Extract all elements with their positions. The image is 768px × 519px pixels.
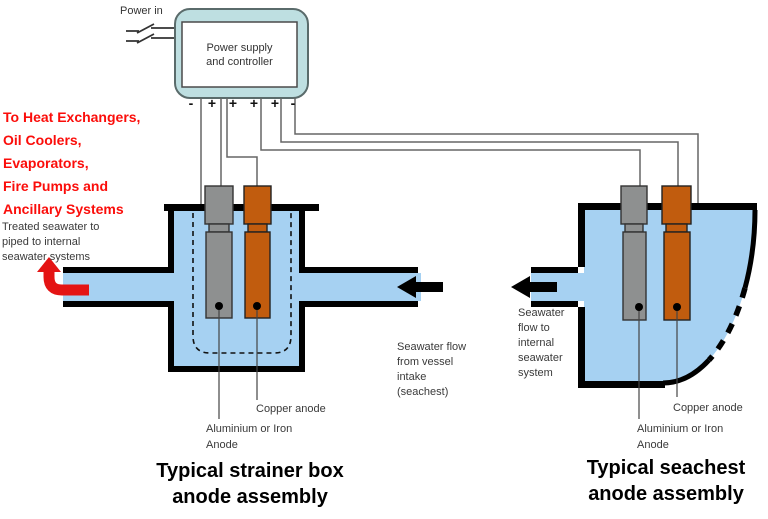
hull-arc-dashed-middle <box>706 287 748 362</box>
strainer-top-flange <box>164 204 319 211</box>
power-in-label: Power in <box>120 5 163 17</box>
strainer-right-wall-lower <box>299 307 305 366</box>
outlet-pipe-bottom-wall <box>63 301 174 307</box>
leader-lines <box>218 310 678 419</box>
outlet-pipe-top-wall <box>63 267 174 273</box>
switch-line-1 <box>126 23 176 34</box>
terminal-neg-1: - <box>188 95 194 111</box>
seachest-pipe-top-wall <box>531 267 578 273</box>
treated-water-arrow-head <box>37 257 61 272</box>
seachest-left-wall-lower <box>578 307 585 381</box>
wiring <box>200 98 699 204</box>
treated-water-arrow-icon <box>37 257 89 296</box>
seachest-left-wall-upper <box>578 210 585 267</box>
gray-anode-cap <box>204 185 234 225</box>
seachest-copper-anode <box>661 185 692 321</box>
terminal-pos-4: + <box>270 95 280 111</box>
strainer-copper-anode <box>243 185 272 319</box>
hull-arc-solid-upper <box>742 209 758 289</box>
seachest-hull-arc <box>662 209 758 386</box>
hull-arc-solid-lower <box>662 358 711 386</box>
strainer-right-wall-upper <box>299 211 305 267</box>
seachest-outflow-label: Seawater flow to internal seawater syste… <box>518 307 565 379</box>
inlet-pipe-top-wall <box>299 267 418 273</box>
wire-neg-seachest-body <box>294 98 699 204</box>
distribution-note: To Heat Exchangers, Oil Coolers, Evapora… <box>3 109 141 217</box>
power-switch-icon <box>126 23 176 44</box>
terminal-pos-2: + <box>228 95 238 111</box>
strainer-box-water <box>174 211 299 366</box>
inlet-pipe-bottom-wall <box>299 301 418 307</box>
copper-anode-terminal-dot <box>673 303 681 311</box>
copper-anode-collar <box>247 223 268 233</box>
strainer-copper-anode-label: Copper anode <box>256 403 326 415</box>
strainer-bottom-wall <box>168 366 305 372</box>
gray-anode-collar <box>624 223 644 233</box>
seawater-outflow-arrow-icon <box>511 276 557 298</box>
seachest-aluminium-anode-label: Aluminium or Iron Anode <box>637 423 724 451</box>
strainer-left-wall-lower <box>168 307 174 366</box>
copper-anode-terminal-dot <box>253 302 261 310</box>
strainer-aluminium-anode-label: Aluminium or Iron Anode <box>206 423 293 451</box>
copper-anode-collar <box>665 223 688 233</box>
treated-water-arrow-shaft <box>43 270 89 296</box>
seachest-gray-anode <box>620 185 648 321</box>
switch-line-2 <box>126 33 176 44</box>
gray-anode-cap <box>620 185 648 225</box>
wire-pos-strainer-copper-anode <box>226 98 258 188</box>
seachest-pipe-bottom-wall <box>531 301 578 307</box>
treated-seawater-note: Treated seawater to piped to internal se… <box>2 221 100 263</box>
strainer-structure <box>63 204 418 372</box>
wire-pos-seachest-gray-anode <box>260 98 641 188</box>
terminal-neg-2: - <box>290 95 296 111</box>
gray-anode-collar <box>208 223 230 233</box>
gray-anode-terminal-dot <box>215 302 223 310</box>
psu-label: Power supply and controller <box>206 41 273 68</box>
strainer-title: Typical strainer box anode assembly <box>156 460 344 508</box>
gray-anode-body <box>622 231 647 321</box>
seachest-bottom-wall <box>578 381 665 388</box>
terminal-pos-3: + <box>249 95 259 111</box>
copper-anode-cap <box>661 185 692 225</box>
seawater-inflow-arrow-icon <box>397 276 443 298</box>
terminal-pos-1: + <box>207 95 217 111</box>
strainer-left-wall-upper <box>168 211 174 267</box>
seachest-title: Typical seachest anode assembly <box>586 457 746 505</box>
wire-pos-seachest-copper-anode <box>280 98 679 188</box>
psu-inner-box <box>181 21 298 88</box>
strainer-water <box>63 211 421 366</box>
gray-anode-terminal-dot <box>635 303 643 311</box>
copper-anode-cap <box>243 185 272 225</box>
strainer-inflow-label: Seawater flow from vessel intake (seache… <box>397 341 467 398</box>
strainer-basket-dashed-outline <box>192 213 292 354</box>
seachest-copper-anode-label: Copper anode <box>673 402 743 414</box>
strainer-gray-anode <box>204 185 234 319</box>
